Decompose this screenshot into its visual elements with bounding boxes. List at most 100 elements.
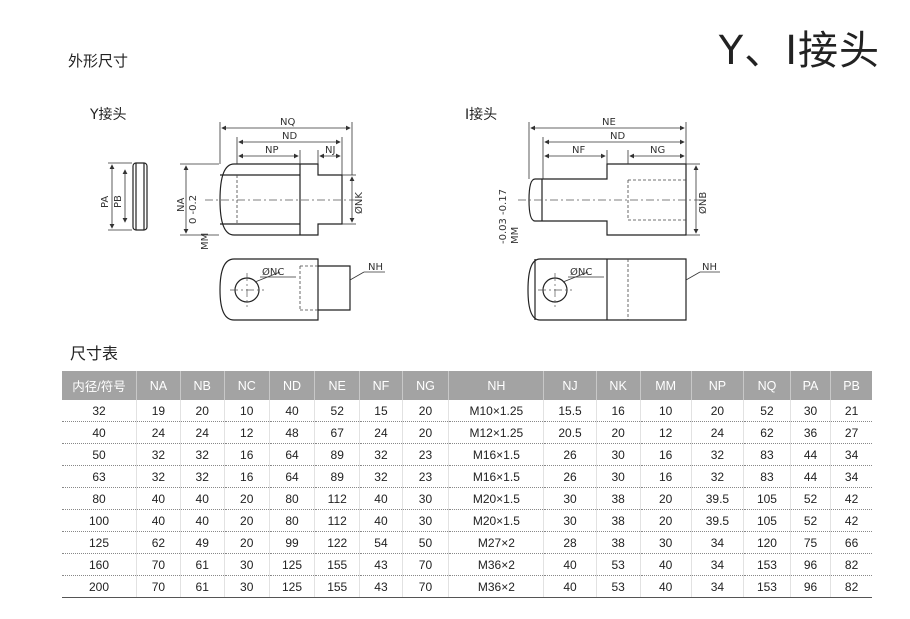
table-cell: 49 [180,531,225,554]
table-cell: 24 [180,421,225,444]
header-cell: NB [180,371,225,400]
table-cell: 38 [596,531,641,554]
table-cell: 26 [543,465,597,488]
nf-dim-label: NF [572,145,585,156]
table-cell: 40 [269,400,316,422]
header-cell: PB [830,371,872,400]
table-cell: 75 [790,531,832,554]
table-cell: 12 [640,421,692,444]
table-cell: 83 [743,443,791,466]
header-cell: NF [359,371,403,400]
table-cell: M20×1.5 [448,487,545,510]
table-cell: 112 [314,509,361,532]
table-cell: 70 [402,553,450,576]
table-cell: M27×2 [448,531,545,554]
table-cell: 23 [402,465,450,488]
table-cell: 28 [543,531,597,554]
table-cell: 30 [402,509,450,532]
i-nd-dim-label: ND [610,131,625,142]
header-cell: NQ [743,371,791,400]
table-cell: 54 [359,531,403,554]
table-cell: 40 [640,553,692,576]
table-cell: 20 [640,487,692,510]
table-cell: M10×1.25 [448,400,545,422]
table-cell: 155 [314,575,361,598]
table-cell: 20 [224,531,270,554]
np-dim-label: NP [265,145,279,156]
table-cell: 120 [743,531,791,554]
header-cell: NK [596,371,641,400]
page-title: Y、I接头 [718,28,880,74]
i-mm-label: MM [510,227,521,244]
table-cell: 20 [596,421,641,444]
table-cell: 10 [640,400,692,422]
table-cell: 32 [136,443,181,466]
table-cell: 32 [359,465,403,488]
table-cell: 50 [402,531,450,554]
table-cell: 80 [62,487,137,510]
table-cell: 30 [596,443,641,466]
outline-dimensions-heading: 外形尺寸 [68,52,129,70]
table-cell: 27 [830,421,872,444]
header-cell: NG [402,371,450,400]
header-cell: PA [790,371,832,400]
table-cell: 23 [402,443,450,466]
pb-dim-label: PB [113,195,124,208]
header-cell: ND [269,371,316,400]
y-joint-side-view: PA PB [100,162,148,231]
table-cell: 125 [269,575,316,598]
table-cell: 43 [359,575,403,598]
table-cell: 80 [269,487,316,510]
table-cell: 34 [691,553,745,576]
table-cell: 20 [224,509,270,532]
table-cell: 30 [596,465,641,488]
table-cell: 10 [224,400,270,422]
table-cell: 155 [314,553,361,576]
table-cell: 30 [224,575,270,598]
header-cell: 内径/符号 [62,371,137,400]
table-cell: 24 [136,421,181,444]
header-cell: NC [224,371,270,400]
joint-drawings: PA PB ØNK NQ ND NP NJ NA 0 -0.2 MM [100,117,720,321]
table-cell: M36×2 [448,553,545,576]
table-cell: 52 [790,509,832,532]
table-cell: M16×1.5 [448,465,545,488]
nj-dim-label: NJ [325,145,335,156]
table-cell: 53 [596,553,641,576]
table-cell: 96 [790,553,832,576]
table-cell: 62 [136,531,181,554]
header-cell: NH [448,371,545,400]
table-cell: 21 [830,400,872,422]
table-cell: 24 [359,421,403,444]
table-cell: 40 [640,575,692,598]
table-cell: 83 [743,465,791,488]
table-cell: 12 [224,421,270,444]
table-cell: 16 [224,465,270,488]
ne-dim-label: NE [602,117,616,128]
table-header-row: 内径/符号 NA NB NC ND NE NF NG NH NJ NK MM N… [62,371,872,400]
table-cell: 34 [830,443,872,466]
table-cell: 96 [790,575,832,598]
dimension-table-heading: 尺寸表 [70,344,119,363]
table-cell: 19 [136,400,181,422]
y-nc-dim-label: ØNC [262,266,284,278]
table-cell: 40 [136,509,181,532]
table-cell: 70 [402,575,450,598]
table-cell: 20 [180,400,225,422]
table-cell: 16 [640,465,692,488]
table-cell: 36 [790,421,832,444]
i-joint-front-view: ØNB NE ND NF NG -0.03 -0.17 MM [498,117,709,244]
table-cell: 32 [136,465,181,488]
table-cell: 30 [543,509,597,532]
ng-dim-label: NG [650,145,665,156]
table-cell: 20 [224,487,270,510]
table-cell: M16×1.5 [448,443,545,466]
table-cell: 16 [640,443,692,466]
table-cell: 153 [743,553,791,576]
table-cell: 66 [830,531,872,554]
table-cell: 50 [62,443,137,466]
table-cell: 153 [743,575,791,598]
